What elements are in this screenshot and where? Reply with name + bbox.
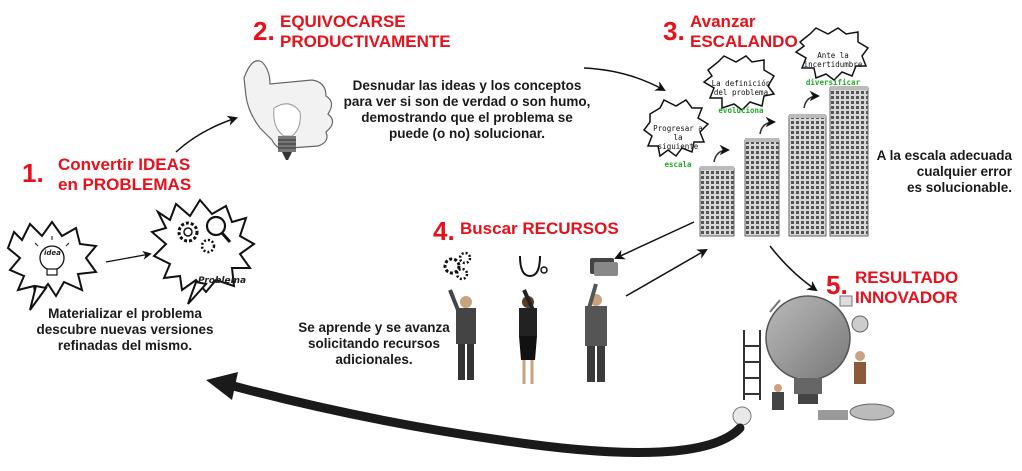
step2-number: 2. [253, 16, 275, 46]
idea-label: idea [44, 249, 61, 257]
problem-speech-bubble [149, 198, 256, 305]
bubble-definicion [702, 55, 776, 111]
step3-number: 3. [663, 16, 685, 46]
step3-description: A la escala adecuada cualquier error es … [876, 148, 1012, 195]
step5-title: RESULTADO INNOVADOR [855, 268, 959, 307]
thumbs-up-bulb-image [243, 60, 334, 160]
step5-number: 5. [826, 270, 848, 300]
step4-title: Buscar RECURSOS [460, 219, 619, 238]
problema-label: Problema [198, 276, 247, 286]
bubble-definicion-text: La definición del problema evoluciona [711, 79, 771, 115]
arrow-step4-to-step3 [625, 248, 708, 297]
step-up-arrow [803, 90, 821, 109]
step4-number: 4. [433, 216, 455, 246]
bubble-definicion-highlight: evoluciona [718, 106, 764, 115]
person-left [448, 289, 476, 380]
step3-title: Avanzar ESCALANDO [690, 12, 798, 51]
resource-icons [443, 251, 618, 281]
bubble-incertidumbre-text: Ante la incertidumbre diversificar [803, 51, 863, 87]
arrow-step3-to-step5 [769, 245, 818, 292]
arrow-step2-to-step3 [583, 67, 666, 92]
step1-number: 1. [22, 158, 44, 188]
return-arrow-head [206, 372, 238, 400]
step1-title: Convertir IDEAS en PROBLEMAS [58, 155, 192, 194]
innovation-bulb-scene [732, 295, 895, 426]
bubble-incertidumbre-highlight: diversificar [805, 78, 861, 87]
step2-title: EQUIVOCARSE PRODUCTIVAMENTE [280, 12, 451, 51]
bubble-incertidumbre [794, 27, 870, 81]
idea-speech-bubble [6, 220, 98, 311]
arrow-step3-to-step4 [614, 221, 695, 260]
return-arrow-5-to-1 [221, 379, 745, 457]
skyscrapers-image [699, 86, 869, 237]
step1-description: Materializar el problema descubre nuevas… [36, 306, 214, 353]
person-right [585, 283, 607, 382]
person-center [519, 289, 537, 384]
step-up-arrow [759, 116, 777, 135]
step-up-arrow [713, 144, 731, 163]
arrow-idea-to-problem [105, 250, 152, 263]
bubble-progresar [642, 98, 710, 158]
arrow-step1-to-step2 [175, 115, 238, 153]
bubble-progresar-text: Progresar a la siguiente escala [653, 124, 703, 169]
step4-description: Se aprende y se avanza solicitando recur… [298, 320, 450, 367]
bubble-progresar-highlight: escala [664, 160, 692, 169]
step2-description: Desnudar las ideas y los conceptos para … [343, 78, 591, 141]
